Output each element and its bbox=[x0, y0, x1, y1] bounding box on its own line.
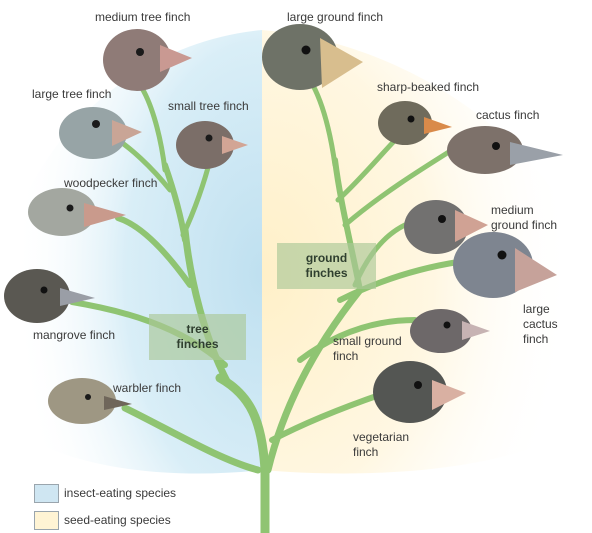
label-small-ground-finch: small ground finch bbox=[333, 334, 415, 364]
label-small-tree-finch: small tree finch bbox=[168, 99, 249, 114]
legend-swatch-insect bbox=[34, 484, 59, 503]
label-sharp-beaked-finch: sharp-beaked finch bbox=[377, 80, 479, 95]
tree-finches-label: tree finches bbox=[168, 322, 228, 352]
legend-label-insect: insect-eating species bbox=[64, 486, 176, 500]
legend-label-seed: seed-eating species bbox=[64, 513, 171, 527]
label-mangrove-finch: mangrove finch bbox=[33, 328, 115, 343]
bird-cactus-finch bbox=[447, 126, 563, 174]
label-warbler-finch: warbler finch bbox=[113, 381, 181, 396]
legend-swatch-seed bbox=[34, 511, 59, 530]
label-medium-ground-finch: medium ground finch bbox=[491, 203, 569, 233]
label-large-tree-finch: large tree finch bbox=[32, 87, 111, 102]
label-woodpecker-finch: woodpecker finch bbox=[64, 176, 157, 191]
ground-finches-label: ground finches bbox=[297, 251, 357, 281]
label-large-ground-finch: large ground finch bbox=[287, 10, 383, 25]
ground-finches-group: ground finches bbox=[277, 243, 376, 289]
label-vegetarian-finch: vegetarian finch bbox=[353, 430, 423, 460]
label-cactus-finch: cactus finch bbox=[476, 108, 539, 123]
label-large-cactus-finch: large cactus finch bbox=[523, 302, 583, 347]
label-medium-tree-finch: medium tree finch bbox=[95, 10, 190, 25]
tree-finches-group: tree finches bbox=[149, 314, 246, 360]
